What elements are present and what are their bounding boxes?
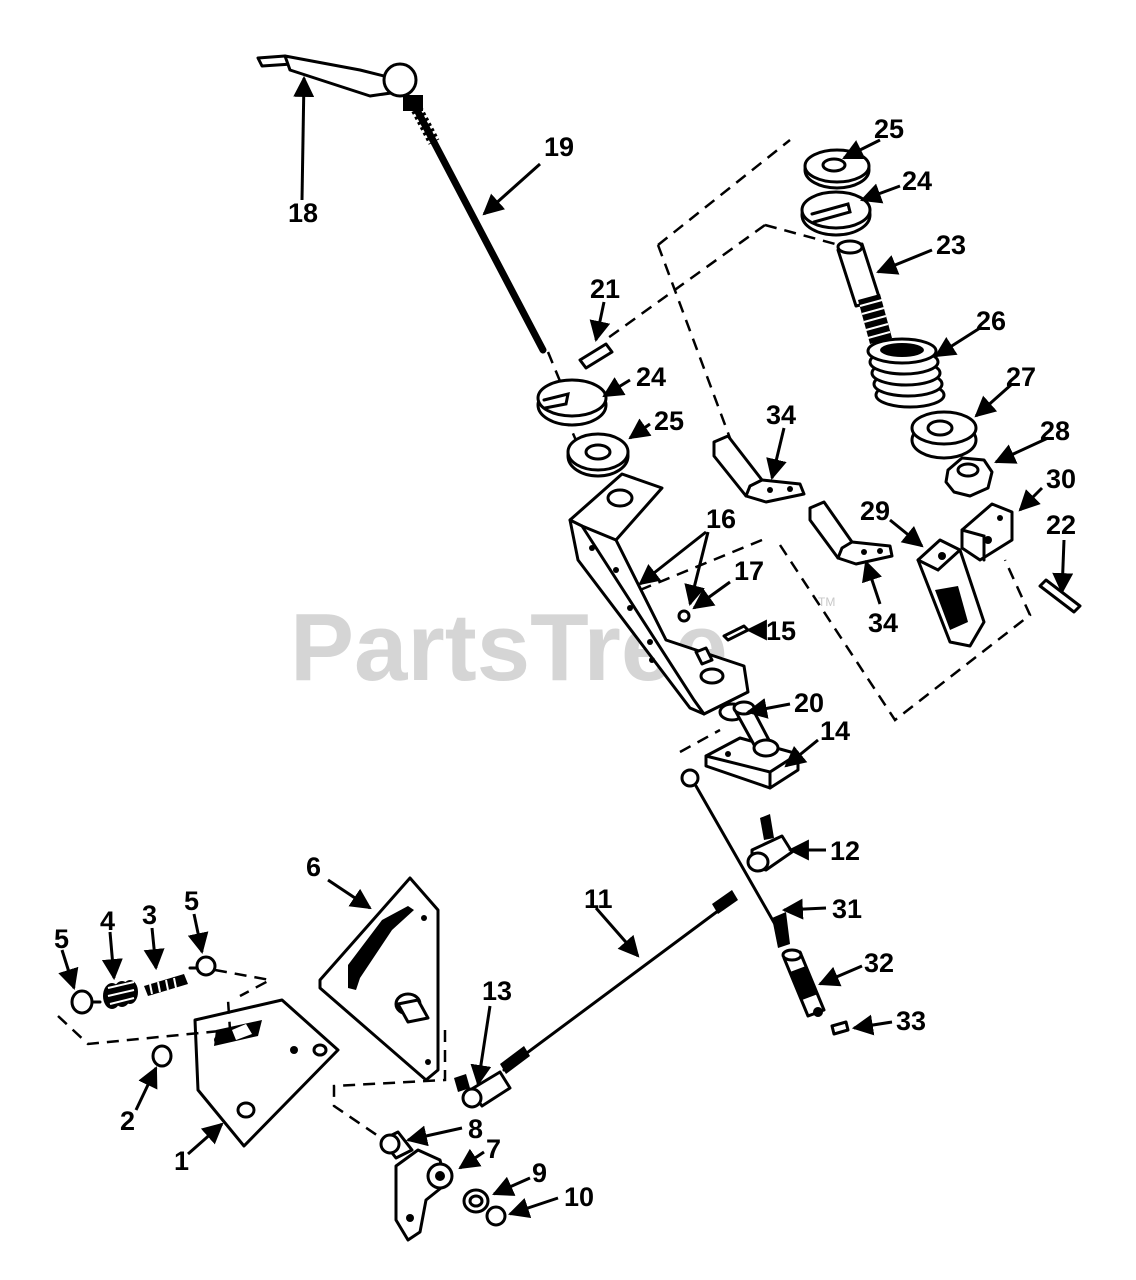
callout-28: 28 — [1040, 416, 1070, 446]
part-29-bracket — [916, 538, 986, 648]
callout-9: 9 — [532, 1158, 547, 1188]
guide-line — [607, 223, 766, 340]
part-1-plate — [193, 998, 340, 1148]
part-8-bushing — [379, 1130, 414, 1160]
guide-line — [657, 139, 791, 246]
callout-8: 8 — [468, 1114, 483, 1144]
part-34-bracket-upper — [712, 434, 806, 504]
part-33-pin — [830, 1020, 850, 1036]
callout-2: 2 — [120, 1106, 135, 1136]
callout-34-lower: 34 — [868, 608, 898, 638]
watermark-trademark: TM — [818, 595, 835, 609]
guide-line — [214, 968, 274, 998]
callout-29: 29 — [860, 496, 890, 526]
part-34-bracket-lower — [808, 500, 894, 566]
callout-16: 16 — [706, 504, 736, 534]
callout-11: 11 — [584, 884, 613, 914]
part-13-swivel — [454, 1070, 512, 1109]
part-9-washer — [462, 1188, 490, 1214]
part-32-joint — [781, 948, 826, 1018]
part-4-spring — [103, 980, 138, 1009]
leader-lines — [58, 75, 1074, 1218]
part-14-pivot — [704, 700, 800, 790]
callout-6: 6 — [306, 852, 321, 882]
part-24-slotted-washer-upper — [800, 190, 872, 237]
callout-10: 10 — [564, 1182, 594, 1212]
callout-5-left: 5 — [54, 924, 69, 954]
part-25-washer-lower — [566, 432, 630, 478]
callout-23: 23 — [936, 230, 966, 260]
callout-30: 30 — [1046, 464, 1076, 494]
callout-26: 26 — [976, 306, 1006, 336]
part-25-washer-upper — [803, 148, 871, 190]
part-2-ring — [151, 1044, 173, 1068]
callout-labels: 18 19 25 24 23 26 27 28 30 29 22 21 24 2… — [54, 114, 1076, 1212]
callout-32: 32 — [864, 948, 894, 978]
part-24-slotted-washer-lower — [536, 378, 608, 427]
part-26-spring — [866, 337, 946, 409]
callout-34-upper: 34 — [766, 400, 796, 430]
part-7-lever — [394, 1148, 454, 1242]
part-6-plate — [318, 876, 440, 1082]
part-27-cup-washer — [910, 410, 978, 460]
part-21-pin — [578, 342, 614, 370]
callout-24-upper: 24 — [902, 166, 932, 196]
callout-4: 4 — [100, 906, 115, 936]
callout-20: 20 — [794, 688, 824, 718]
callout-18: 18 — [288, 198, 318, 228]
callout-22: 22 — [1046, 510, 1076, 540]
guide-line — [57, 999, 232, 1046]
part-23-shaft — [836, 239, 892, 344]
callout-31: 31 — [832, 894, 862, 924]
part-30-block — [960, 502, 1014, 562]
part-19-rod — [408, 101, 547, 354]
callout-14: 14 — [820, 716, 850, 746]
guide-line — [778, 544, 1032, 722]
callout-25-lower: 25 — [654, 406, 684, 436]
part-10-ring — [485, 1205, 507, 1227]
main-channel-bracket — [568, 472, 750, 716]
callout-24-lower: 24 — [636, 362, 666, 392]
part-3-spring — [144, 974, 188, 996]
part-12-fitting — [746, 814, 794, 873]
callout-15: 15 — [766, 616, 796, 646]
part-31-rod — [680, 768, 790, 948]
part-17-pin — [677, 609, 691, 623]
callout-1: 1 — [174, 1146, 189, 1176]
part-22-pin — [1038, 578, 1082, 614]
callout-3: 3 — [142, 900, 157, 930]
callout-5-right: 5 — [184, 886, 199, 916]
callout-33: 33 — [896, 1006, 926, 1036]
part-11-rod — [500, 890, 738, 1074]
part-5-cap-right — [188, 955, 217, 977]
part-28-nut — [944, 456, 994, 498]
callout-12: 12 — [830, 836, 860, 866]
part-5-cap-left — [70, 989, 102, 1015]
callout-21: 21 — [590, 274, 620, 304]
part-18-handle — [256, 54, 423, 111]
guide-line — [764, 223, 851, 250]
callout-17: 17 — [734, 556, 764, 586]
callout-19: 19 — [544, 132, 574, 162]
guide-line — [679, 728, 721, 754]
callout-25-upper: 25 — [874, 114, 904, 144]
guide-line — [332, 1030, 447, 1146]
callout-13: 13 — [482, 976, 512, 1006]
callout-7: 7 — [486, 1134, 501, 1164]
callout-27: 27 — [1006, 362, 1036, 392]
